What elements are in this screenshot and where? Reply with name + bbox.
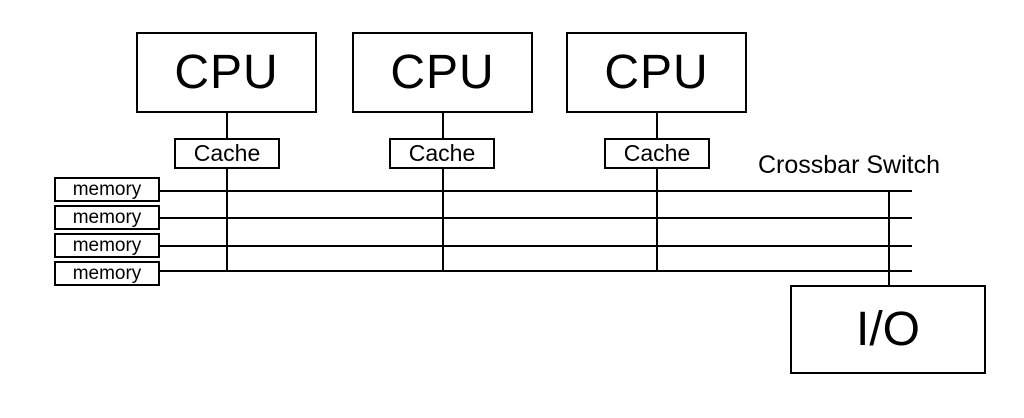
cpu-label-1: CPU: [174, 46, 279, 99]
bus-line-1: [160, 190, 912, 192]
bus-line-2: [160, 217, 912, 219]
memory-box-4: memory: [54, 261, 160, 286]
memory-box-1: memory: [54, 177, 160, 202]
cpu-cache-connector-2: [442, 113, 444, 138]
cpu-box-1: CPU: [136, 32, 317, 113]
cpu-cache-connector-1: [226, 113, 228, 138]
cache-box-2: Cache: [389, 138, 495, 169]
cpu-cache-connector-3: [656, 113, 658, 138]
cache-label-3: Cache: [623, 140, 691, 166]
crossbar-io-connector: [888, 190, 890, 285]
io-label: I/O: [855, 303, 920, 356]
cache-label-1: Cache: [193, 140, 261, 166]
cache-box-1: Cache: [174, 138, 280, 169]
memory-label-1: memory: [72, 178, 142, 200]
cache-box-3: Cache: [604, 138, 710, 169]
cache-bus-connector-1: [226, 169, 228, 272]
memory-box-2: memory: [54, 205, 160, 230]
memory-label-2: memory: [72, 206, 142, 228]
cache-bus-connector-3: [656, 169, 658, 272]
cpu-label-2: CPU: [390, 46, 495, 99]
memory-label-3: memory: [72, 234, 142, 256]
bus-line-3: [160, 245, 912, 247]
cache-label-2: Cache: [408, 140, 476, 166]
bus-line-4: [160, 270, 912, 272]
io-box: I/O: [790, 285, 986, 374]
cpu-box-2: CPU: [352, 32, 533, 113]
cache-bus-connector-2: [442, 169, 444, 272]
cpu-label-3: CPU: [604, 46, 709, 99]
cpu-box-3: CPU: [566, 32, 747, 113]
crossbar-switch-label: Crossbar Switch: [758, 151, 940, 179]
memory-label-4: memory: [72, 262, 142, 284]
memory-box-3: memory: [54, 233, 160, 258]
